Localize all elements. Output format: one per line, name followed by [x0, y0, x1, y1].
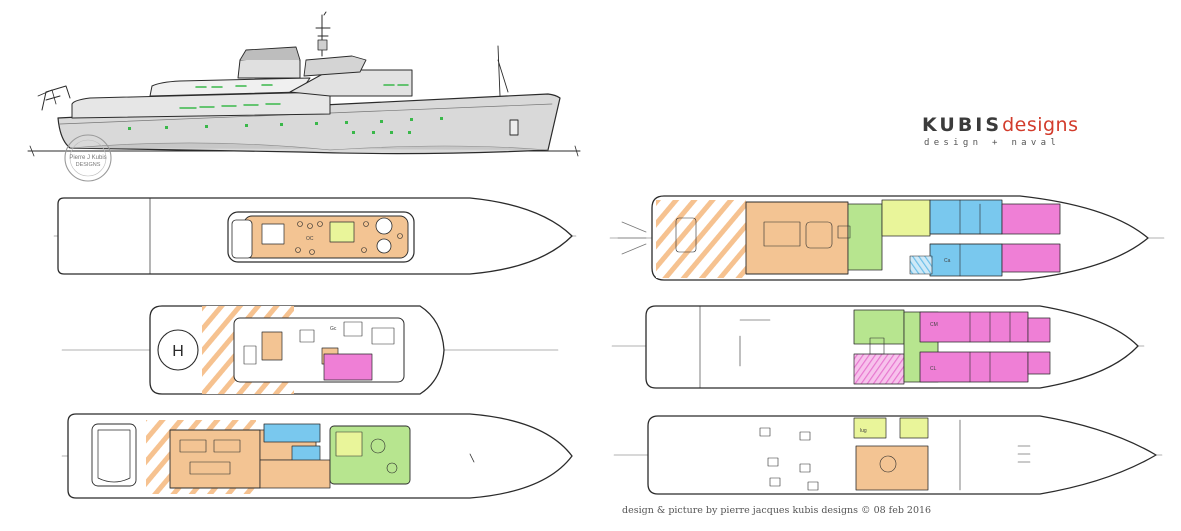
- helipad-circle: [157, 329, 199, 371]
- svg-text:CM: CM: [930, 322, 938, 328]
- plan-crew-deck: CM CL: [611, 305, 1145, 389]
- hull-portholes: [128, 117, 443, 134]
- main-deck-windows: [179, 103, 281, 109]
- brand-logo: KUBISdesigns design + naval: [922, 114, 1112, 154]
- plan-lower-deck-guest: Ca: [609, 195, 1165, 281]
- svg-text:CL: CL: [930, 366, 937, 372]
- svg-text:Gc: Gc: [330, 326, 337, 332]
- svg-text:lug: lug: [860, 428, 867, 434]
- helipad-mark: H: [172, 343, 184, 360]
- svg-text:OC: OC: [306, 236, 314, 242]
- plan-tank-deck: lug: [613, 415, 1163, 495]
- designer-stamp: Pierre J Kubis DESIGNS: [64, 134, 112, 182]
- plan-upper-deck: H Gc: [61, 305, 559, 395]
- plan-main-deck: [61, 413, 573, 499]
- brand-name: KUBIS: [922, 114, 1003, 136]
- plan-bridge-deck: OC: [53, 197, 577, 275]
- svg-text:Pierre J Kubis: Pierre J Kubis: [69, 155, 106, 161]
- svg-text:Ca: Ca: [944, 258, 951, 264]
- credit-line: design & picture by pierre jacques kubis…: [622, 505, 932, 516]
- brand-name-suffix: designs: [1002, 114, 1079, 136]
- side-profile: Pierre J Kubis DESIGNS: [27, 11, 581, 182]
- stern-light-rays: [617, 221, 647, 255]
- brand-tagline: design + naval: [924, 138, 1061, 148]
- svg-text:DESIGNS: DESIGNS: [76, 162, 101, 168]
